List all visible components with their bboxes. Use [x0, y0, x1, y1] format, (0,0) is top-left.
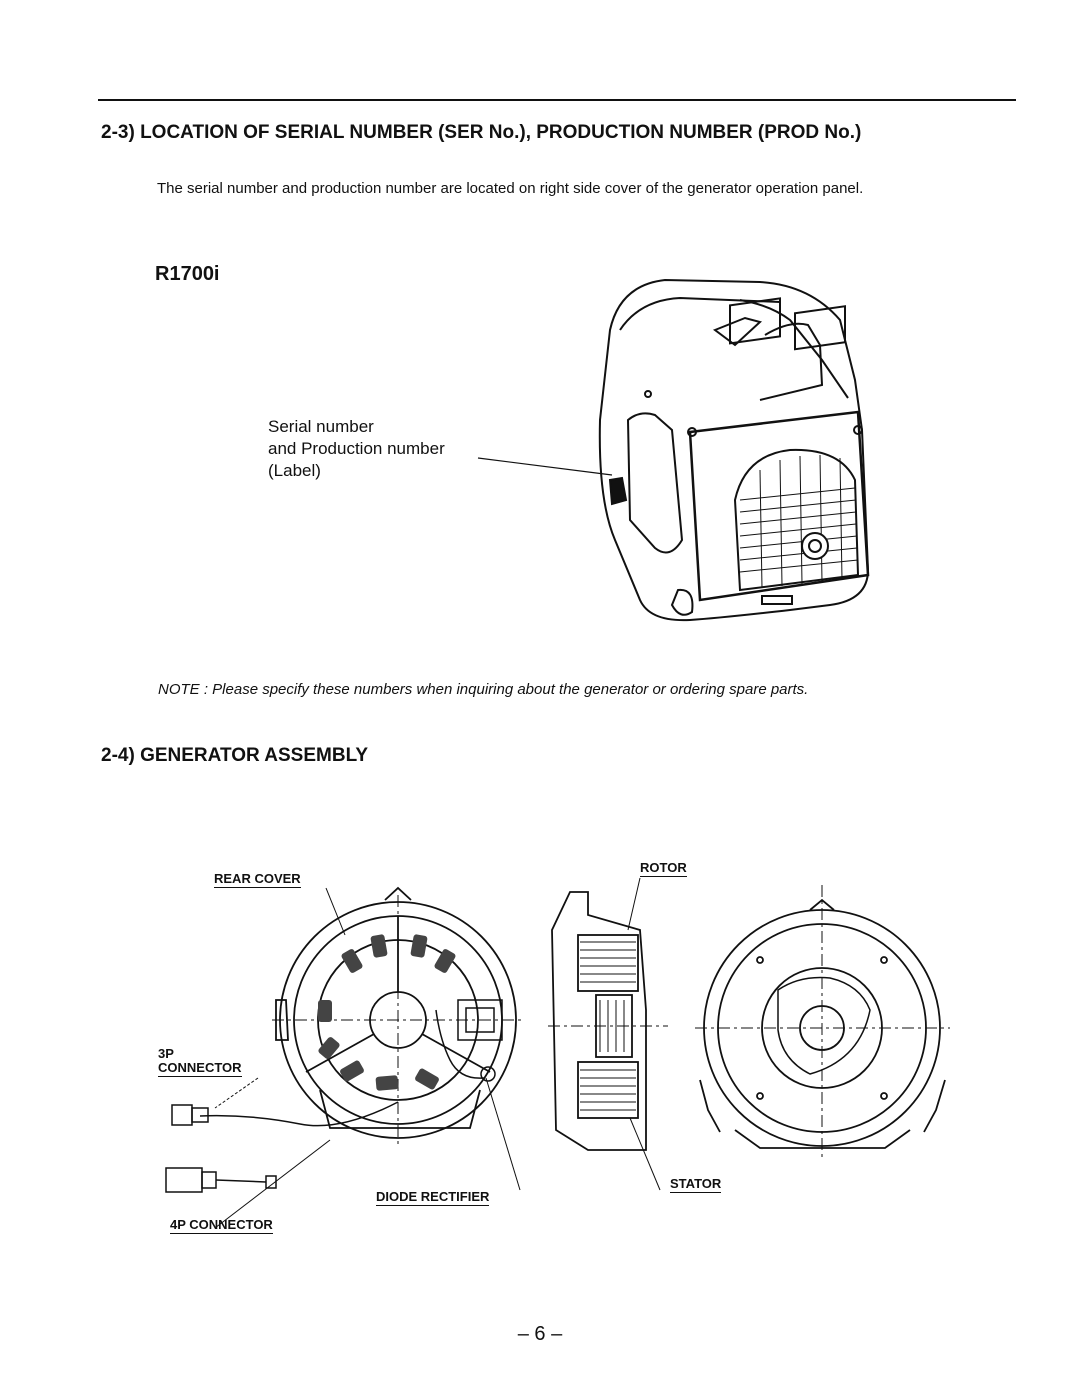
callout-line-2: and Production number: [268, 439, 445, 458]
page-number: – 6 –: [517, 1323, 563, 1345]
model-name: R1700i: [155, 263, 220, 285]
label-diode-rectifier: DIODE RECTIFIER: [376, 1189, 490, 1206]
label-rotor: ROTOR: [640, 860, 687, 877]
callout-line-1: Serial number: [268, 417, 374, 436]
label-rear-cover: REAR COVER: [214, 871, 301, 888]
label-4p-connector: 4P CONNECTOR: [170, 1217, 273, 1234]
label-3p: 3P: [158, 1046, 174, 1061]
section-2-3-text: The serial number and production number …: [157, 180, 864, 197]
section-2-4-title: 2-4) GENERATOR ASSEMBLY: [101, 745, 369, 766]
top-rule: [98, 99, 1016, 101]
label-callout: Serial number and Production number (Lab…: [268, 416, 445, 482]
label-stator: STATOR: [670, 1176, 722, 1193]
section-2-3-title: 2-3) LOCATION OF SERIAL NUMBER (SER No.)…: [101, 122, 862, 143]
label-3p-connector: CONNECTOR: [158, 1060, 242, 1077]
callout-line-3: (Label): [268, 461, 321, 480]
note-text: NOTE : Please specify these numbers when…: [158, 681, 809, 698]
